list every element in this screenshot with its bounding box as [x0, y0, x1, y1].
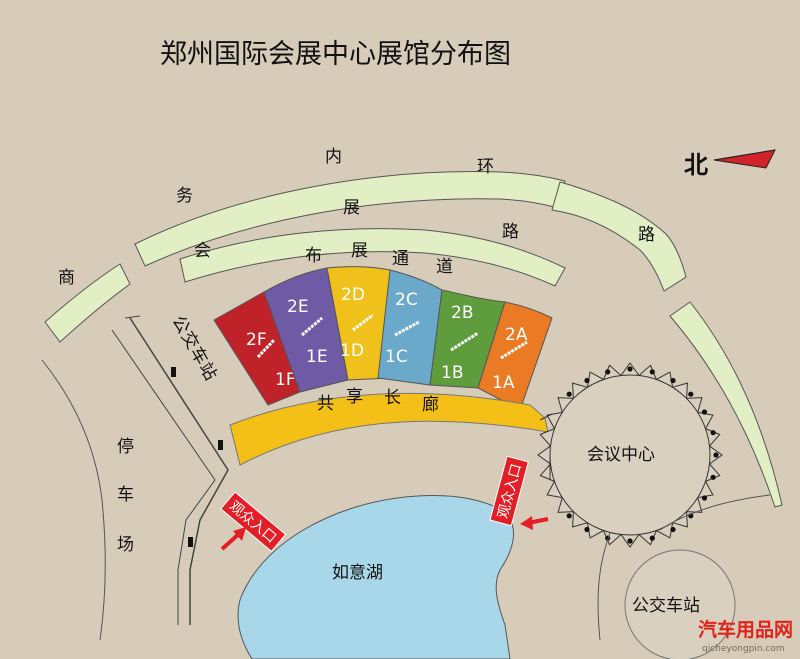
corridor-char: 享: [346, 387, 363, 407]
road-label-shang: 商: [58, 268, 75, 288]
pillar-dot: [627, 538, 633, 544]
parking-char: 停: [117, 437, 134, 457]
exhibition-hall: 2B 1B: [429, 289, 506, 389]
pillar-dot: [688, 391, 694, 397]
conference-road: [597, 532, 611, 641]
pillar-dot: [605, 369, 611, 375]
hall-code-bottom: 1F: [275, 370, 296, 390]
pillar-dot: [584, 526, 590, 533]
pillar-dot: [710, 474, 716, 480]
road-label-hui: 会: [194, 241, 211, 261]
bus-stop-marker: [171, 367, 176, 377]
west-walkway-line: [129, 317, 229, 625]
hall-code-top: 2B: [451, 303, 473, 323]
watermark-url: qicheyongpin.com: [702, 644, 785, 654]
pillar-dot: [713, 452, 719, 458]
parking-char: 车: [117, 485, 134, 505]
conference-pillars: [566, 366, 719, 544]
hall-stair-icon: [500, 340, 528, 360]
corridor-char: 长: [384, 388, 401, 408]
hall-code-top: 2D: [341, 285, 365, 305]
pillar-dot: [566, 513, 572, 519]
hall-stair-icon: [450, 331, 479, 352]
bus-stop-marker: [218, 440, 223, 450]
pillar-dot: [649, 369, 655, 375]
road-label-huan: 环: [477, 157, 494, 177]
bus-stop-right-area: [624, 549, 736, 659]
west-walkway-line-2: [111, 329, 216, 625]
map-title: 郑州国际会展中心展馆分布图: [160, 39, 511, 70]
bus-stop-marker: [188, 537, 193, 547]
parking-boundary: [41, 359, 106, 641]
exhibition-hall: 2D 1D: [326, 266, 391, 381]
road-label-lu-1: 路: [502, 222, 519, 242]
pillar-dot: [670, 526, 676, 533]
shared-corridor: [229, 392, 549, 466]
lake-label: 如意湖: [332, 563, 383, 583]
road-label-wu: 务: [176, 186, 193, 206]
east-outer-road: [669, 301, 783, 508]
hall-code-top: 2C: [395, 290, 418, 310]
pillar-dot: [670, 377, 676, 384]
corridor-char: 廊: [422, 395, 439, 415]
north-label: 北: [684, 151, 708, 179]
hall-stair-icon: [352, 313, 374, 332]
hall-sector: [477, 301, 553, 411]
road-label-nei: 内: [325, 147, 342, 167]
corridor-char: 共: [317, 394, 334, 414]
conference-road-east: [659, 494, 771, 531]
channel-char: 道: [436, 257, 453, 277]
hall-code-bottom: 1B: [441, 363, 463, 383]
road-label-zhan: 展: [343, 198, 360, 218]
pillar-dot: [710, 430, 716, 436]
pillar-dot: [701, 495, 708, 501]
hall-group: 2F 1F 2E 1E 2D 1D 2C 1C 2B 1B 2A 1A: [213, 266, 553, 411]
hall-code-top: 2A: [505, 325, 528, 345]
channel-char: 通: [392, 249, 409, 269]
exhibition-road: [179, 228, 566, 287]
commerce-road-segment: [44, 263, 131, 343]
entrance-arrow-left-icon: [220, 527, 246, 551]
hall-code-top: 2E: [287, 297, 309, 317]
east-road-segment: [551, 181, 687, 292]
pillar-dot: [566, 391, 572, 397]
hall-code-bottom: 1E: [306, 347, 328, 367]
bus-stop-right-label: 公交车站: [632, 596, 700, 616]
conference-label: 会议中心: [587, 445, 655, 465]
hall-stair-icon: [301, 316, 323, 337]
road-label-lu-2: 路: [638, 225, 655, 245]
hall-code-bottom: 1A: [492, 373, 515, 393]
hall-stair-icon: [394, 320, 420, 337]
pillar-dot: [701, 409, 708, 415]
hall-code-bottom: 1D: [340, 341, 364, 361]
channel-char: 展: [351, 241, 368, 261]
parking-char: 场: [117, 535, 134, 555]
entrance-right-badge: 观众入口: [489, 455, 529, 527]
hall-code-bottom: 1C: [385, 347, 408, 367]
entrance-arrow-right-icon: [520, 516, 549, 530]
exhibition-hall: 2C 1C: [377, 269, 443, 386]
pillar-dot: [649, 535, 655, 541]
exhibition-hall: 2F 1F: [213, 291, 301, 406]
pillar-dot: [584, 377, 590, 384]
hall-code-top: 2F: [246, 330, 267, 350]
exhibition-hall: 2A 1A: [477, 301, 553, 411]
channel-char: 布: [305, 246, 322, 266]
exhibition-hall: 2E 1E: [263, 267, 349, 393]
walkway-cap: [124, 315, 141, 319]
watermark-cn: 汽车用品网: [698, 618, 793, 641]
north-arrow-shaft: [713, 149, 776, 161]
pillar-dot: [627, 366, 633, 372]
